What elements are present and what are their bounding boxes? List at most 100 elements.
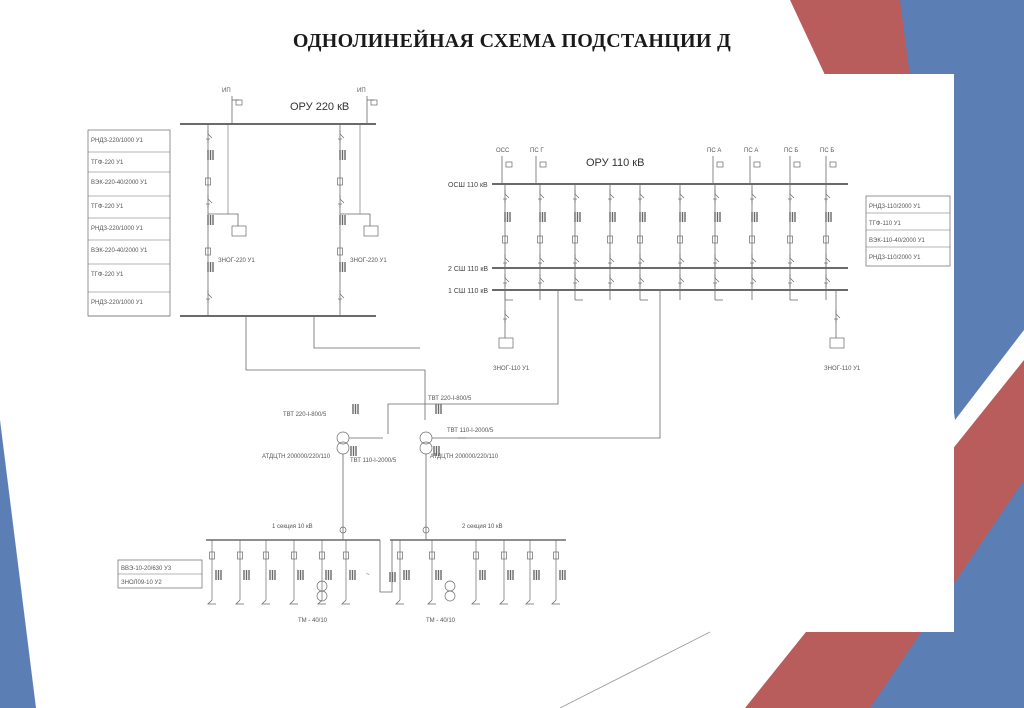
disconnector-110 bbox=[751, 257, 757, 263]
disconnector-110 bbox=[714, 277, 720, 283]
znog-110-label: ЗНОГ-110 У1 bbox=[493, 366, 530, 372]
tie-110-right bbox=[458, 290, 661, 439]
znog-110-symbol bbox=[498, 337, 514, 349]
disconnector-110 bbox=[609, 277, 615, 283]
arrester-220 bbox=[235, 99, 243, 106]
legend-110-item: РНДЗ-110/2000 У1 bbox=[869, 204, 921, 210]
oru-220-title: ОРУ 220 кВ bbox=[290, 101, 349, 113]
znog-110-symbol bbox=[829, 337, 845, 349]
breaker-10kv bbox=[263, 551, 269, 560]
disconnector-220 bbox=[339, 198, 345, 204]
legend-220-item: РНДЗ-220/1000 У1 bbox=[91, 138, 144, 144]
feeder-10kv-end bbox=[395, 599, 404, 605]
legend-220-item: ТГФ-220 У1 bbox=[91, 272, 124, 278]
arrester-110 bbox=[539, 161, 547, 168]
breaker-10kv bbox=[237, 551, 243, 560]
disconnector-110 bbox=[504, 313, 510, 319]
disconnector-110 bbox=[825, 277, 831, 283]
at-label: АТДЦТН 200000/220/110 bbox=[262, 454, 331, 460]
tvt-label: ТВТ 110-І-2000/5 bbox=[350, 458, 397, 464]
tm-transformer bbox=[444, 590, 456, 602]
disconnector-110 bbox=[504, 193, 510, 199]
reactor-10kv bbox=[422, 526, 430, 534]
disconnector-110 bbox=[539, 257, 545, 263]
disconnector-110 bbox=[714, 257, 720, 263]
breaker-10kv bbox=[527, 551, 533, 560]
znog-220-symbol bbox=[363, 225, 379, 237]
oru-110-top-label: ПС Г bbox=[530, 148, 544, 154]
disconnector-110 bbox=[639, 277, 645, 283]
legend-220-box bbox=[87, 129, 171, 317]
disconnector-110 bbox=[574, 257, 580, 263]
disconnector-110 bbox=[835, 313, 841, 319]
breaker-10kv bbox=[319, 551, 325, 560]
znog-220-symbol bbox=[231, 225, 247, 237]
disconnector-220 bbox=[207, 293, 213, 299]
tm-label: ТМ - 40/10 bbox=[298, 618, 328, 624]
breaker-10kv bbox=[343, 551, 349, 560]
znog-110-label: ЗНОГ-110 У1 bbox=[824, 366, 861, 372]
bus-110-label: 1 СШ 110 кВ bbox=[448, 288, 488, 295]
oru-110-top-label: ПС А bbox=[707, 148, 721, 154]
breaker-110 bbox=[823, 235, 829, 244]
breaker-10kv bbox=[553, 551, 559, 560]
section-10kv-label: 1 секция 10 кВ bbox=[272, 524, 313, 530]
breaker-110 bbox=[637, 235, 643, 244]
disconnector-110 bbox=[751, 193, 757, 199]
tm-transformer bbox=[444, 580, 456, 592]
tie-110-left bbox=[387, 290, 559, 434]
disconnector-110 bbox=[539, 193, 545, 199]
oru-110-top-label: ПС Б bbox=[820, 148, 834, 154]
disconnector-110 bbox=[539, 277, 545, 283]
at-label: АТДЦТН 200000/220/110 bbox=[430, 454, 499, 460]
znog-220-branch bbox=[208, 213, 239, 226]
disconnector-220 bbox=[339, 293, 345, 299]
disconnector-110 bbox=[639, 257, 645, 263]
breaker-110 bbox=[749, 235, 755, 244]
legend-220-item: ТГФ-220 У1 bbox=[91, 204, 124, 210]
section-coupler bbox=[379, 540, 393, 593]
tie-220-right bbox=[313, 316, 420, 349]
legend-10kv-item: ВВЭ-10-20/630 У3 bbox=[121, 566, 172, 572]
oru-220-top-label: ИП bbox=[222, 88, 231, 94]
legend-10kv-item: ЗНОЛ09-10 У2 bbox=[121, 580, 162, 586]
tie-220-left bbox=[245, 316, 426, 420]
arrester-110 bbox=[793, 161, 801, 168]
oru-110-top-label: ПС А bbox=[744, 148, 758, 154]
oru-220-top-label: ИП bbox=[357, 88, 366, 94]
legend-110-item: ТГФ-110 У1 bbox=[869, 221, 902, 227]
znog-220-label: ЗНОГ-220 У1 bbox=[350, 258, 387, 264]
breaker-110 bbox=[537, 235, 543, 244]
disconnector-110 bbox=[789, 193, 795, 199]
feeder-10kv-end bbox=[551, 599, 560, 605]
breaker-220 bbox=[337, 247, 343, 256]
disconnector-220 bbox=[207, 198, 213, 204]
disconnector-110 bbox=[574, 193, 580, 199]
znog-220-label: ЗНОГ-220 У1 bbox=[218, 258, 255, 264]
breaker-10kv bbox=[291, 551, 297, 560]
feeder-10kv-end bbox=[525, 599, 534, 605]
disconnector-110 bbox=[789, 277, 795, 283]
decor-line bbox=[559, 631, 711, 708]
feeder-10kv-end bbox=[499, 599, 508, 605]
page-title: ОДНОЛИНЕЙНАЯ СХЕМА ПОДСТАНЦИИ Д bbox=[292, 30, 732, 52]
breaker-220 bbox=[337, 177, 343, 186]
breaker-10kv bbox=[209, 551, 215, 560]
disconnector-110 bbox=[574, 277, 580, 283]
feeder-10kv-end bbox=[317, 599, 326, 605]
tm-label: ТМ - 40/10 bbox=[426, 618, 456, 624]
legend-110-item: ВЭК-110-40/2000 У1 bbox=[869, 238, 926, 244]
arrester-220 bbox=[370, 99, 378, 106]
legend-220-item: РНДЗ-220/1000 У1 bbox=[91, 226, 144, 232]
legend-110-item: РНДЗ-110/2000 У1 bbox=[869, 255, 921, 261]
disconnector-220 bbox=[339, 133, 345, 139]
section-10kv-label: 2 секция 10 кВ bbox=[462, 524, 503, 530]
breaker-220 bbox=[205, 177, 211, 186]
bus-110-label: 2 СШ 110 кВ bbox=[448, 266, 488, 273]
arrester-110 bbox=[505, 161, 513, 168]
feeder-10kv-end bbox=[207, 599, 216, 605]
breaker-10kv bbox=[501, 551, 507, 560]
legend-220-item: ВЭК-220-40/2000 У1 bbox=[91, 180, 148, 186]
